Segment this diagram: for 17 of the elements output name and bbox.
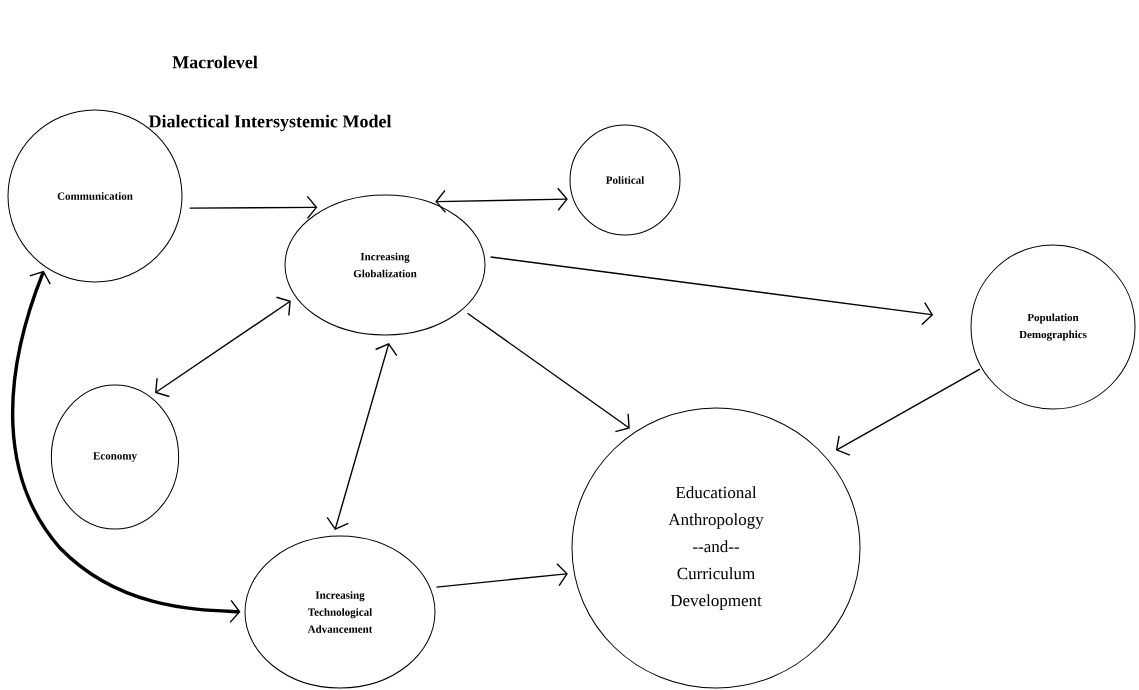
ellipse-node: Population Demographics (970, 244, 1136, 410)
arrow (326, 343, 398, 530)
arrow (435, 187, 568, 214)
arrow (466, 312, 630, 433)
arrow (155, 296, 291, 398)
ellipse-node: Educational Anthropology --and-- Curriculum Development (571, 407, 861, 689)
arrow (490, 256, 934, 326)
title-text: Macrolevel (172, 55, 258, 69)
subtitle-text: Dialectical Intersystemic Model (148, 114, 392, 132)
arrow (188, 195, 318, 220)
arrow (835, 368, 981, 456)
ellipse-node: Political (569, 124, 681, 236)
arrow (11, 270, 241, 624)
ellipse-node: Increasing Globalization (284, 194, 486, 336)
ellipse-node: Increasing Technological Advancement (244, 535, 436, 689)
arrow (435, 563, 568, 588)
ellipse-node: Economy (50, 384, 180, 530)
